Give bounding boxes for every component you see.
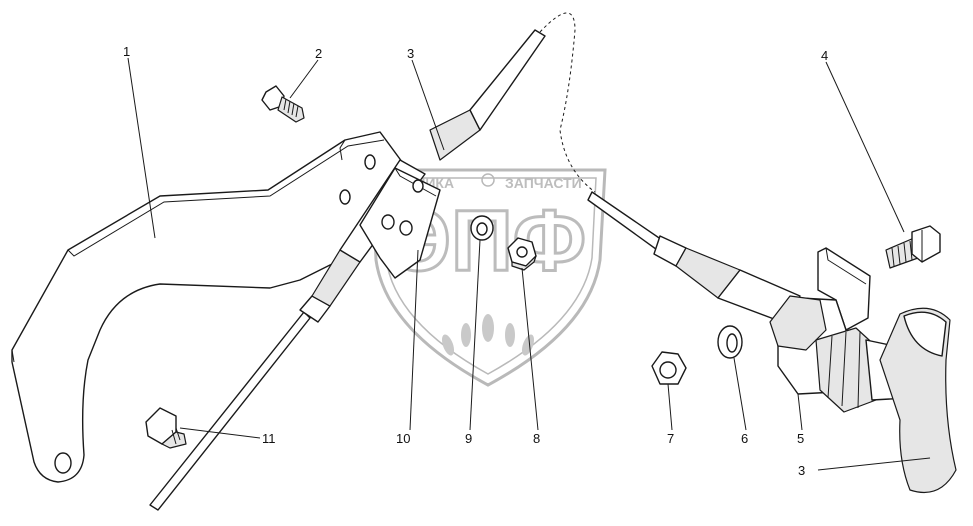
callout-6: 6 [741,431,748,446]
callout-2: 2 [315,46,322,61]
callouts: 1 2 3 3 4 5 6 7 8 9 10 11 [123,44,828,478]
nut-part-7 [651,351,687,385]
callout-3-bottom: 3 [798,463,805,478]
callout-5: 5 [797,431,804,446]
bracket-part-1 [11,131,409,483]
mounting-hole [54,452,72,474]
wheat-icon [441,314,535,356]
bolt-part-11 [145,407,187,449]
watermark-logo: ТЕХНИКА ЗАПЧАСТИ ЭПФ [370,168,607,387]
washer-part-9 [470,215,494,241]
callout-9: 9 [465,431,472,446]
callout-3-top: 3 [407,46,414,61]
callout-4: 4 [821,48,828,63]
gear-icon [481,173,495,187]
watermark-text-right: ЗАПЧАСТИ [505,175,582,191]
bolt-part-4 [885,225,941,269]
callout-10: 10 [396,431,410,446]
lock-washer-part-6 [717,325,743,359]
callout-1: 1 [123,44,130,59]
callout-7: 7 [667,431,674,446]
callout-11: 11 [262,431,276,446]
callout-8: 8 [533,431,540,446]
bolt-part-2 [261,85,305,123]
handle-bracket-part-5 [769,247,957,494]
clamp-part-10 [359,167,441,279]
leader-lines [127,57,931,471]
nut-part-8 [507,237,537,271]
